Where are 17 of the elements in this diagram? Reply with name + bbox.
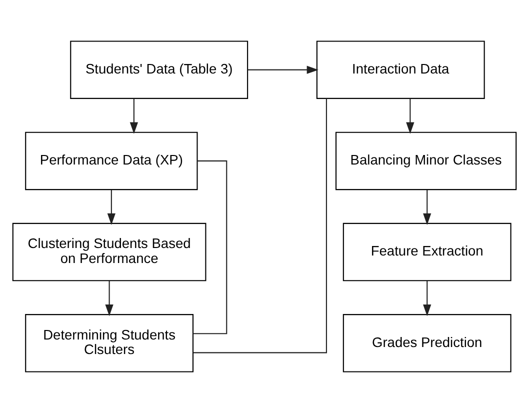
arrow [423,280,432,316]
node-box: Students' Data (Table 3) [70,40,248,99]
arrow [406,98,414,134]
arrow [423,190,432,226]
node-box: Balancing Minor Classes [335,132,517,190]
node-box: Grades Prediction [342,314,512,372]
node-box: Interaction Data [316,40,485,99]
connector [193,98,327,354]
node-box: Feature Extraction [342,222,512,282]
arrow [248,66,318,74]
arrow [105,280,114,316]
arrow [130,98,138,134]
arrow [107,190,116,226]
node-box: Determining Students Clsuters [25,314,194,372]
connector [193,160,228,334]
node-box: Performance Data (XP) [25,132,198,190]
node-box: Clustering Students Based on Performance [12,222,206,282]
